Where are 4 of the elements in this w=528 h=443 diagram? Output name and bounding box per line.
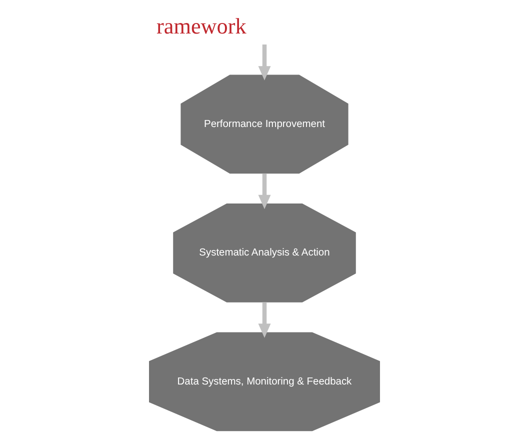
arrow [258,302,270,338]
arrow [258,173,270,210]
diagram-title: ramework [156,13,246,38]
arrow [258,44,270,80]
